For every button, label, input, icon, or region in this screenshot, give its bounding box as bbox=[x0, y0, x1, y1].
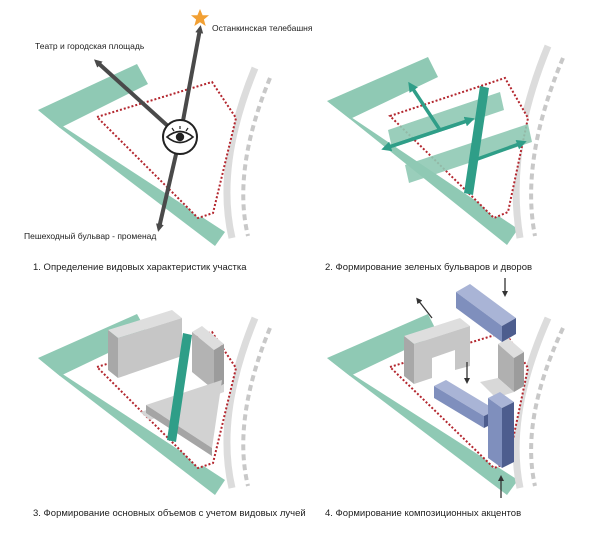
arrow-up-left bbox=[408, 81, 442, 131]
green-strip-left bbox=[38, 358, 225, 495]
plot-boundary bbox=[95, 80, 238, 220]
road-arc-outer bbox=[512, 316, 552, 489]
caption-panel-3: 3. Формирование основных объемов с учето… bbox=[33, 508, 306, 519]
green-strip-top bbox=[327, 57, 438, 119]
volume-main-left bbox=[108, 310, 182, 378]
arrow-boulevard-lower bbox=[471, 139, 527, 163]
volume-low-triangle bbox=[146, 380, 222, 456]
view-ray-theatre bbox=[94, 59, 182, 139]
road-arc-outer bbox=[223, 66, 259, 239]
arrow-boulevard-upper-back bbox=[381, 118, 471, 152]
accent-volume-top bbox=[456, 284, 516, 342]
volume-arch bbox=[404, 318, 470, 384]
road-arc-dashed bbox=[241, 77, 272, 237]
caption-panel-1: 1. Определение видовых характеристик уча… bbox=[33, 262, 247, 273]
road-arc-outer bbox=[223, 316, 259, 489]
green-strip-left bbox=[327, 358, 518, 495]
green-strip-top bbox=[327, 314, 438, 376]
green-boulevard-lower bbox=[405, 124, 532, 183]
label-boulevard: Пешеходный бульвар - променад bbox=[24, 231, 156, 241]
eye-icon bbox=[162, 119, 198, 155]
road-arc-dashed bbox=[529, 57, 565, 237]
volume-right bbox=[480, 338, 524, 398]
view-corridor-teal bbox=[167, 333, 192, 442]
road-arc-dashed bbox=[529, 327, 565, 487]
caption-panel-2: 2. Формирование зеленых бульваров и двор… bbox=[325, 262, 532, 273]
road-arc-dashed bbox=[241, 327, 272, 487]
green-strip-top bbox=[38, 64, 148, 128]
label-theatre: Театр и городская площадь bbox=[35, 41, 145, 51]
panel-1: Останкинская телебашня Театр и городская… bbox=[24, 9, 313, 273]
panel-2: 2. Формирование зеленых бульваров и двор… bbox=[325, 44, 565, 273]
accent-tower bbox=[488, 392, 514, 468]
arrow-accent-top-out bbox=[416, 297, 433, 319]
teal-bar-diagonal bbox=[464, 86, 489, 195]
star-icon bbox=[191, 9, 209, 26]
green-strip-left bbox=[38, 110, 225, 246]
panel-4: 4. Формирование композиционных акцентов bbox=[325, 278, 565, 519]
green-boulevard-upper bbox=[388, 92, 504, 148]
view-ray-tower bbox=[178, 25, 204, 138]
caption-panel-4: 4. Формирование композиционных акцентов bbox=[325, 508, 521, 519]
panel-3: 3. Формирование основных объемов с учето… bbox=[33, 310, 306, 519]
label-tower: Останкинская телебашня bbox=[212, 23, 313, 33]
